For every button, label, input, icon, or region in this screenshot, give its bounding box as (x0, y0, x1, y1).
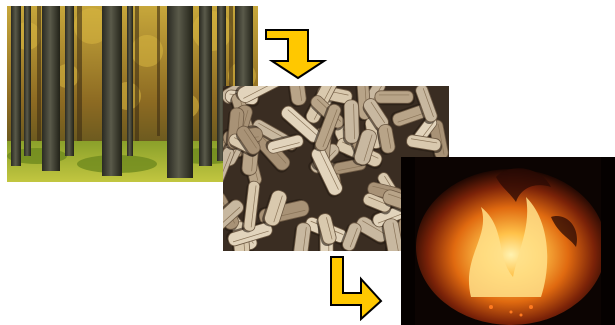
arrow-pellets-to-fire-icon (325, 255, 385, 321)
arrow-shape (331, 257, 381, 319)
furnace-fire-image (401, 157, 615, 325)
forest-image (7, 6, 258, 182)
arrow-forest-to-pellets-icon (264, 28, 336, 82)
pellet (342, 100, 360, 145)
pellet (375, 91, 415, 105)
arrow-shape (266, 30, 324, 78)
